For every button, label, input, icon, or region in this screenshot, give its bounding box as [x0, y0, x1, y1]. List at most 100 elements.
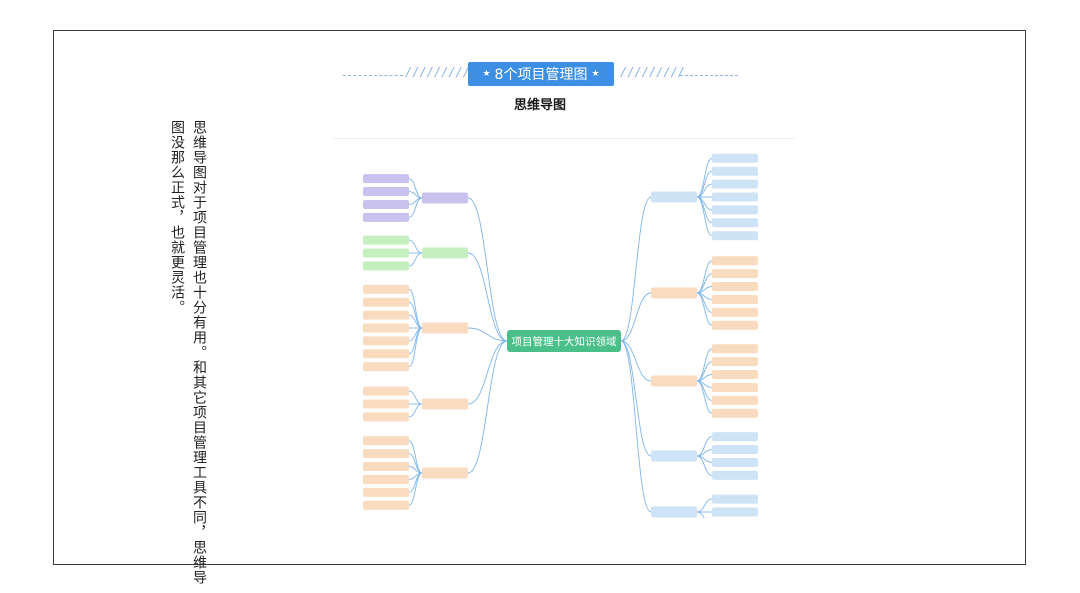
right-branch-2-child-6-box — [712, 320, 758, 330]
left-branch-3-child-1-box — [363, 284, 409, 294]
child-link — [408, 252, 423, 267]
right-branch-1-child-1-box — [712, 153, 758, 163]
right-branch-5-box — [651, 506, 697, 518]
right-branch-2-child-4 — [712, 294, 758, 304]
left-branch-3-child-7-box — [363, 362, 409, 372]
right-branch-3-child-6 — [712, 408, 758, 418]
right-branch-1-child-5-box — [712, 205, 758, 215]
left-branch-1-child-1-box — [363, 174, 409, 184]
right-branch-2-child-3 — [712, 282, 758, 292]
right-branch-3-child-1 — [712, 344, 758, 354]
left-branch-2-child-1-box — [363, 235, 409, 245]
right-branch-2 — [651, 287, 697, 299]
badge-text: 8个项目管理图 — [494, 67, 588, 83]
right-branch-1-child-7-box — [712, 231, 758, 241]
child-link — [408, 403, 423, 418]
right-branch-3-box — [651, 375, 697, 387]
right-branch-3-child-4-box — [712, 382, 758, 392]
star-icon: ★ — [482, 69, 491, 79]
left-branch-2-child-2-box — [363, 248, 409, 258]
left-branch-4-child-3 — [363, 412, 409, 422]
right-branch-1-child-2-box — [712, 166, 758, 176]
title-badge: ★ 8个项目管理图 ★ — [468, 62, 614, 86]
right-branch-2-child-1 — [712, 256, 758, 266]
right-branch-4-child-1-box — [712, 432, 758, 442]
left-branch-3 — [422, 322, 468, 334]
right-branch-1-child-6-box — [712, 218, 758, 228]
left-branch-2-child-2 — [363, 248, 409, 258]
child-link — [696, 260, 713, 294]
left-branch-1-child-1 — [363, 174, 409, 184]
right-branch-1 — [651, 191, 697, 203]
left-branch-3-child-3 — [363, 310, 409, 320]
left-branch-2-child-3 — [363, 261, 409, 271]
right-branch-5 — [651, 506, 697, 518]
title-slashes-right: ///////// — [620, 65, 686, 79]
right-branch-2-child-5 — [712, 307, 758, 317]
left-branch-5-child-2-box — [363, 449, 409, 459]
child-link — [408, 239, 423, 254]
child-link — [408, 197, 423, 218]
left-branch-5-child-1-box — [363, 436, 409, 446]
right-branch-4-child-4-box — [712, 470, 758, 480]
left-branch-3-child-3-box — [363, 310, 409, 320]
right-branch-1-child-4 — [712, 192, 758, 202]
branch-link — [467, 197, 508, 342]
left-branch-5-child-6 — [363, 500, 409, 510]
left-branch-3-child-6-box — [363, 349, 409, 359]
child-link — [696, 380, 713, 414]
child-link — [696, 498, 713, 513]
center-node-box — [507, 330, 621, 352]
center-node-label: 项目管理十大知识领域 — [512, 335, 617, 348]
child-link — [408, 390, 423, 405]
right-branch-3-child-3 — [712, 370, 758, 380]
branch-link — [620, 340, 652, 382]
right-branch-2-child-2 — [712, 269, 758, 279]
right-branch-4-child-2-box — [712, 445, 758, 455]
left-branch-2 — [422, 247, 468, 259]
right-branch-2-child-1-box — [712, 256, 758, 266]
branch-link — [467, 340, 508, 474]
right-branch-3-child-2 — [712, 357, 758, 367]
right-branch-3-child-2-box — [712, 357, 758, 367]
child-link — [696, 196, 713, 237]
left-branch-5-child-2 — [363, 449, 409, 459]
left-branch-5-child-3 — [363, 462, 409, 472]
right-branch-3-child-4 — [712, 382, 758, 392]
right-branch-4-child-3 — [712, 457, 758, 467]
branch-link — [467, 340, 508, 405]
left-branch-2-box — [422, 247, 468, 259]
right-branch-4-child-1 — [712, 432, 758, 442]
left-branch-4 — [422, 398, 468, 410]
left-branch-4-box — [422, 398, 468, 410]
left-branch-4-child-3-box — [363, 412, 409, 422]
right-branch-2-child-6 — [712, 320, 758, 330]
branch-link — [467, 252, 508, 342]
mindmap-center-node: 项目管理十大知识领域 — [507, 330, 621, 352]
left-branch-1-child-4-box — [363, 212, 409, 222]
right-branch-3-child-6-box — [712, 408, 758, 418]
right-branch-1-child-1 — [712, 153, 758, 163]
right-branch-4-child-3-box — [712, 457, 758, 467]
left-branch-3-child-2 — [363, 297, 409, 307]
child-link — [696, 511, 713, 526]
right-branch-1-child-7 — [712, 231, 758, 241]
mindmap-top-divider — [333, 138, 795, 139]
right-branch-5-child-1-box — [712, 494, 758, 504]
child-link — [408, 440, 423, 474]
right-branch-1-child-3-box — [712, 179, 758, 189]
right-branch-3-child-5 — [712, 395, 758, 405]
left-branch-1 — [422, 192, 468, 204]
right-branch-1-box — [651, 191, 697, 203]
child-link — [696, 292, 713, 326]
mindmap-diagram: 项目管理十大知识领域 — [363, 153, 758, 530]
right-branch-2-child-2-box — [712, 269, 758, 279]
right-branch-2-child-5-box — [712, 307, 758, 317]
right-branch-4-box — [651, 450, 697, 462]
star-icon: ★ — [591, 69, 600, 79]
child-link — [696, 455, 713, 476]
left-branch-2-child-1 — [363, 235, 409, 245]
left-branch-5 — [422, 467, 468, 479]
right-branch-3 — [651, 375, 697, 387]
branch-link — [620, 196, 652, 342]
